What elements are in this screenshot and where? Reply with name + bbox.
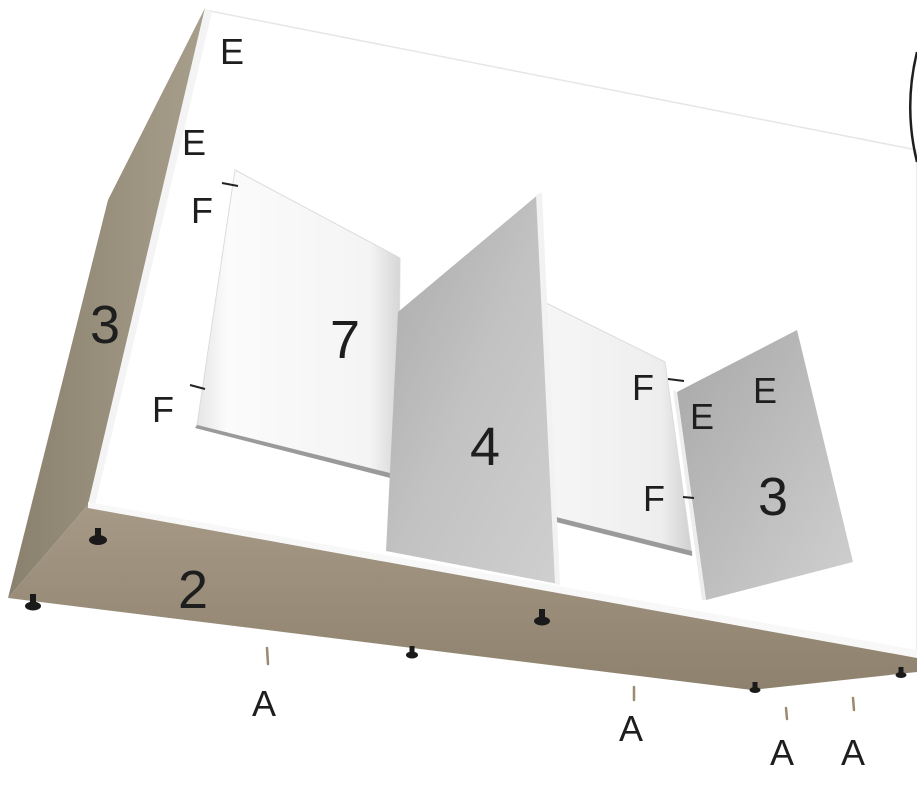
foot-icon <box>895 667 907 678</box>
f-marker-line <box>221 182 239 187</box>
screw-icon <box>851 696 856 712</box>
label-left-side-3: 3 <box>90 295 121 355</box>
right-side-panel <box>677 330 853 600</box>
label-e-right-b: E <box>753 370 778 411</box>
label-f-top-left: F <box>191 190 213 231</box>
label-right-side-3: 3 <box>758 467 789 527</box>
label-shelf-7: 7 <box>330 310 361 370</box>
f-marker-line <box>189 384 206 390</box>
bottom-panel <box>8 505 917 690</box>
label-f-bottom-left: F <box>152 389 174 430</box>
label-e-top: E <box>220 31 245 72</box>
detail-circle <box>909 51 917 163</box>
label-a-4: A <box>841 732 866 773</box>
label-divider-4: 4 <box>470 417 501 477</box>
left-side-panel-edge <box>88 8 212 505</box>
screw-icon <box>265 646 270 666</box>
f-marker-line <box>682 496 695 499</box>
label-f-right-bottom: F <box>643 478 665 519</box>
bottom-panel-top-edge <box>88 502 917 658</box>
label-f-right-top: F <box>632 367 654 408</box>
foot-icon <box>25 594 41 611</box>
f-marker-line <box>667 378 685 382</box>
label-a-3: A <box>770 732 795 773</box>
foot-icon <box>406 646 418 659</box>
leveling-feet <box>25 528 907 693</box>
left-side-panel <box>8 8 205 598</box>
foot-icon <box>534 609 550 626</box>
right-side-panel-edge <box>673 390 706 600</box>
screw-icon <box>784 706 789 721</box>
label-e-left: E <box>182 122 207 163</box>
screws <box>265 646 856 721</box>
label-a-1: A <box>252 683 277 724</box>
label-a-2: A <box>619 708 644 749</box>
foot-icon <box>89 528 107 545</box>
shelf-panel-right-edge <box>556 517 692 556</box>
divider-panel <box>386 193 558 584</box>
foot-icon <box>749 682 761 693</box>
label-e-right-a: E <box>690 396 715 437</box>
shelf-panel-left-edge <box>195 425 398 480</box>
label-bottom-2: 2 <box>178 560 209 620</box>
divider-panel-edge <box>536 192 560 585</box>
